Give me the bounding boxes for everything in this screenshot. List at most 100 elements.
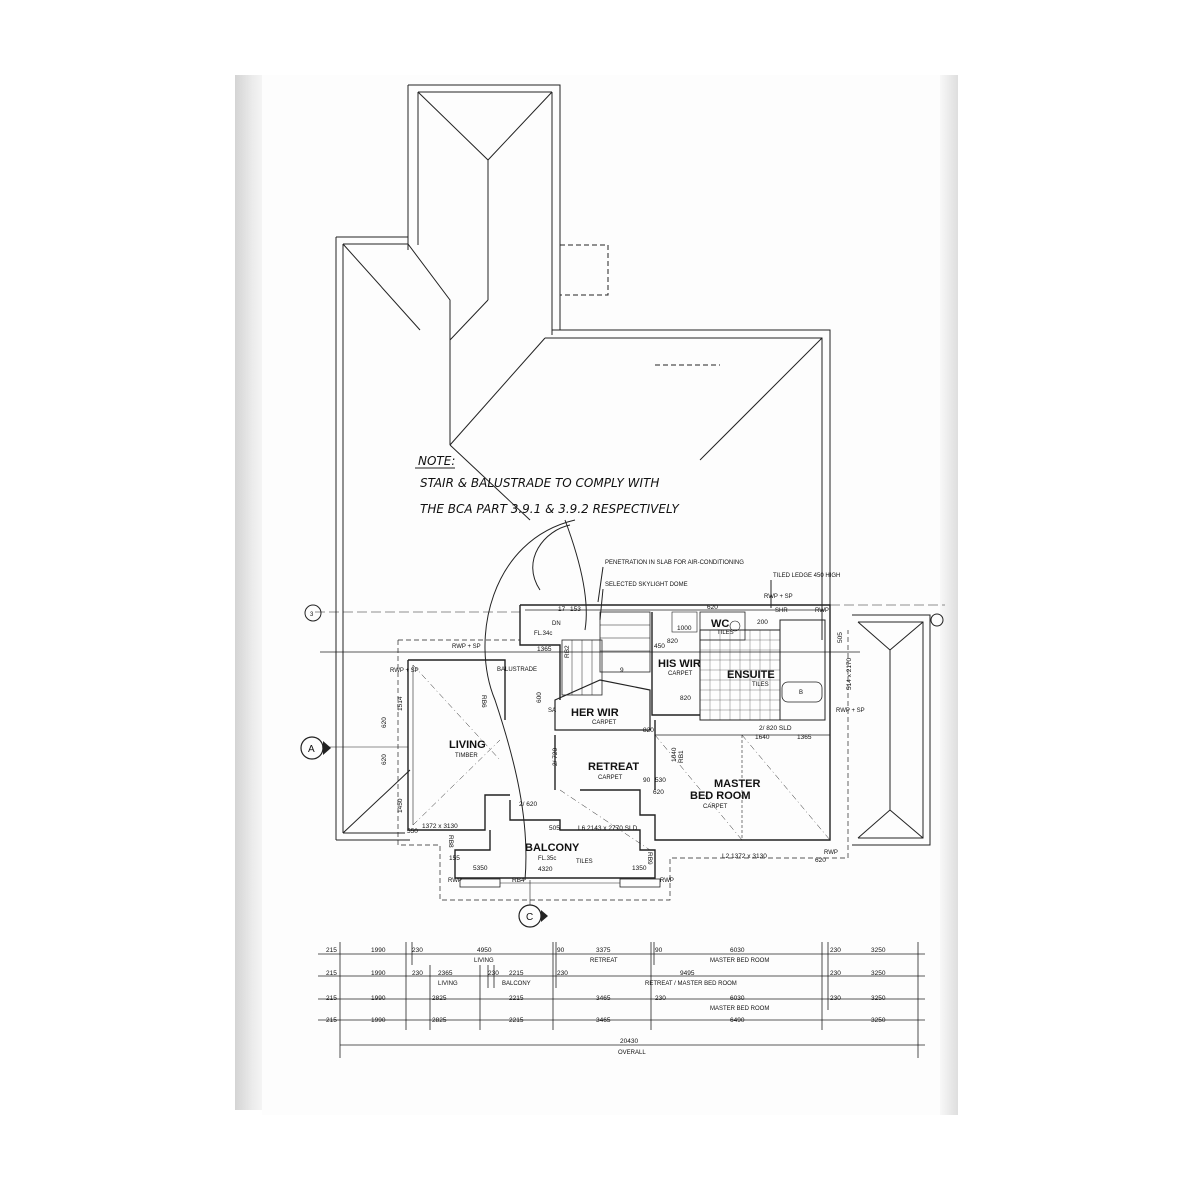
room-master-finish: CARPET (703, 804, 728, 810)
room-ensuite-finish: TILES (752, 682, 769, 688)
label-rb8: RB8 (447, 835, 454, 848)
dim-overall-label: OVERALL (618, 1050, 646, 1056)
room-wc-finish: TILES (717, 630, 734, 636)
dim-620-d: 620 (381, 717, 388, 728)
dim-1365-b: 1365 (537, 646, 552, 653)
dim-550: 550 (407, 828, 418, 835)
dim-155: 155 (449, 855, 460, 862)
dim-row3-v3: 2215 (509, 995, 524, 1002)
dim-row1-v8: 230 (830, 947, 841, 954)
room-living-finish: TIMBER (455, 753, 478, 759)
callouts: PENETRATION IN SLAB FOR AIR-CONDITIONING… (597, 560, 840, 621)
label-balustrade: BALUSTRADE (497, 667, 537, 673)
dim-505-a: 505 (549, 825, 560, 832)
label-door-620: 2/ 620 (519, 801, 537, 808)
dim-row1-v1: 1990 (371, 947, 386, 954)
room-master-label-1: MASTER (714, 778, 761, 790)
label-shr: SHR (775, 608, 788, 614)
room-labels: LIVING TIMBER HIS WIR CARPET HER WIR CAR… (449, 618, 775, 865)
dim-row4-v4: 3465 (596, 1017, 611, 1024)
room-balcony-finish: TILES (576, 859, 593, 865)
dim-row2-v5: 2215 (509, 970, 524, 977)
dim-620-b: 620 (653, 789, 664, 796)
room-living-label: LIVING (449, 739, 486, 751)
dim-row1-l0: LIVING (474, 958, 494, 964)
dim-row3-v6: 6030 (730, 995, 745, 1002)
dim-505-b: 505 (837, 632, 844, 643)
dim-row2-l0: LIVING (438, 981, 458, 987)
dim-1365-a: 1365 (797, 734, 812, 741)
room-master-label-2: BED ROOM (690, 790, 751, 802)
callout-penetration: PENETRATION IN SLAB FOR AIR-CONDITIONING (605, 560, 744, 566)
handwritten-note: NOTE: STAIR & BALUSTRADE TO COMPLY WITH … (415, 454, 681, 881)
dim-514x2170: 514 x 2170 (846, 657, 853, 690)
dim-row2-v8: 230 (830, 970, 841, 977)
dim-600: 600 (536, 692, 543, 703)
label-rb4: RB4 (512, 877, 525, 884)
dim-row2-v3: 2365 (438, 970, 453, 977)
note-line-2: THE BCA PART 3.9.1 & 3.9.2 RESPECTIVELY (420, 502, 681, 516)
dim-1350: 1350 (632, 865, 647, 872)
label-sa: SA (548, 708, 556, 714)
label-rwp-sp-4: RWP + SP (836, 708, 865, 714)
dim-row3-v2: 2825 (432, 995, 447, 1002)
label-rb1: RB1 (678, 750, 685, 763)
dim-17: 17 (558, 606, 566, 613)
room-balcony-label: BALCONY (525, 842, 580, 854)
dim-row4-v2: 2825 (432, 1017, 447, 1024)
dim-1450: 1450 (397, 798, 404, 813)
label-fl-balcony: FL.35c (538, 856, 556, 862)
dim-row3-v5: 230 (655, 995, 666, 1002)
dim-row4-v0: 215 (326, 1017, 337, 1024)
label-dn: DN (552, 621, 561, 627)
room-retreat-label: RETREAT (588, 761, 639, 773)
room-wc-label: WC (711, 618, 729, 630)
dim-row4-v5: 6490 (730, 1017, 745, 1024)
label-slider-master: L2 1372 x 3130 (722, 853, 767, 860)
dim-1514: 1514 (397, 696, 404, 711)
grid-marker-3-label: 3 (310, 612, 314, 618)
dim-row1-v9: 3250 (871, 947, 886, 954)
dim-row2-v1: 1990 (371, 970, 386, 977)
dim-4320: 4320 (538, 866, 553, 873)
room-retreat-finish: CARPET (598, 775, 623, 781)
upper-floor-plan (315, 604, 945, 905)
room-her-wir-finish: CARPET (592, 720, 617, 726)
label-rwp-3: RWP (660, 878, 674, 884)
callout-skylight: SELECTED SKYLIGHT DOME (605, 582, 688, 588)
dim-row2-v7: 9495 (680, 970, 695, 977)
dim-row1-l1: RETREAT (590, 958, 618, 964)
dim-820-b: 820 (680, 695, 691, 702)
label-fl-living: FL.34c (534, 631, 552, 637)
dim-row1-v2: 230 (412, 947, 423, 954)
dim-row4-v3: 2215 (509, 1017, 524, 1024)
label-sld-ensuite: 2/ 820 SLD (759, 725, 792, 732)
label-rb9: RB9 (646, 852, 653, 865)
dim-row3-v7: 230 (830, 995, 841, 1002)
label-bath: B (799, 690, 803, 696)
dim-row2-v0: 215 (326, 970, 337, 977)
dim-row1-v0: 215 (326, 947, 337, 954)
dim-90-a: 90 (643, 777, 651, 784)
dim-row1-v4: 90 (557, 947, 565, 954)
dim-row1-v3: 4950 (477, 947, 492, 954)
dim-row3-l0: MASTER BED ROOM (710, 1006, 769, 1012)
dim-620-c: 620 (815, 857, 826, 864)
scan-shadow-right (940, 75, 958, 1115)
dimension-strings: 215 1990 230 4950 90 3375 90 6030 230 32… (318, 942, 925, 1058)
dim-row3-v1: 1990 (371, 995, 386, 1002)
label-rb6: RB6 (480, 695, 487, 708)
dim-row1-l2: MASTER BED ROOM (710, 958, 769, 964)
label-rwp-4: RWP (824, 850, 838, 856)
label-rwp-2: RWP (448, 878, 462, 884)
dim-1640: 1640 (755, 734, 770, 741)
grid-marker-3 (304, 604, 322, 622)
label-rwp-sp-1: RWP + SP (452, 644, 481, 650)
dim-200: 200 (757, 619, 768, 626)
dim-620-a: 620 (707, 604, 718, 611)
dim-row2-v6: 230 (557, 970, 568, 977)
roof-plan (335, 84, 944, 846)
grid-marker-c-label: C (526, 912, 533, 923)
